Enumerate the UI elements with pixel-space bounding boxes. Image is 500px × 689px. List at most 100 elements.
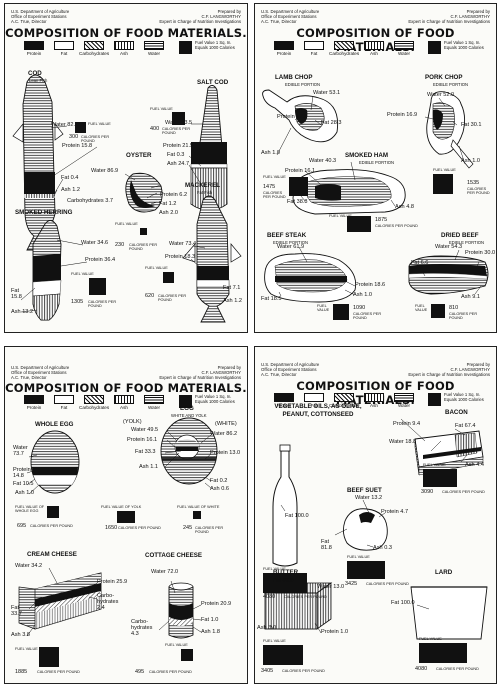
dried-beef [408, 255, 489, 295]
lamb-protein: Protein 17.6 [277, 114, 308, 120]
oils-fat: Fat 100.0 [285, 513, 309, 519]
legend-ash: Ash [120, 51, 128, 56]
oyster-protein: Protein 6.2 [160, 192, 188, 198]
smoked-herring-fish [32, 220, 62, 321]
bacon-protein: Protein 9.4 [393, 421, 421, 427]
steak-fuel-unit: CALORIES PER POUND [353, 312, 382, 320]
whole-egg-water: Water 73.7 [13, 445, 28, 457]
legend: Protein Fat Carbohydrates Ash Water Fuel… [269, 392, 492, 413]
pork-fuel-caption: FUEL VALUE [433, 168, 456, 172]
whole-egg-fat: Fat 10.5 [13, 481, 34, 487]
whole-egg [30, 430, 80, 494]
pork-fuel-unit: CALORIES PER POUND [467, 187, 490, 195]
whole-egg-title: WHOLE EGG [35, 421, 74, 428]
dried-protein: Protein 30.0 [465, 250, 496, 256]
legend: Protein Fat Carbohydrates Ash Water Fuel… [19, 40, 243, 61]
protein-swatch [24, 395, 44, 404]
lamb-subtitle: EDIBLE PORTION [285, 82, 321, 87]
suet-ash: Ash 0.3 [373, 545, 392, 551]
pork-chop [426, 91, 474, 169]
lard-tub [410, 586, 488, 640]
egg-title: EGG [180, 405, 194, 412]
cod-fat: Fat 0.4 [61, 175, 79, 181]
steak-title: BEEF STEAK [267, 232, 307, 239]
bacon-fuel-square [423, 469, 457, 487]
pork-protein: Protein 16.9 [387, 112, 418, 118]
ham-fuel-number: 1875 [375, 217, 388, 223]
legend-water: Water [397, 403, 411, 408]
header-right: Prepared by C.F. LANGWORTHY Expert in Ch… [159, 365, 241, 380]
butter-fuel-number: 3405 [261, 668, 274, 674]
legend-carbs: Carbohydrates [329, 51, 360, 56]
legend-water: Water [147, 51, 161, 56]
herring-title: SMOKED HERRING [15, 209, 73, 216]
egg-cheese-illustrations [18, 417, 218, 639]
white-fuel-number: 245 [183, 525, 193, 531]
legend-protein: Protein [276, 403, 292, 408]
cod-fuel-unit: CALORIES PER POUND [81, 135, 110, 143]
author-role: Expert in Charge of Nutrition Investigat… [159, 375, 241, 380]
fuel-key-text: Fuel Value 1 Sq. In. Equals 1000 Calorie… [195, 40, 235, 50]
header-right: Prepared by C.F. LANGWORTHY Expert in Ch… [408, 9, 490, 24]
dried-fat: Fat 6.6 [411, 260, 429, 266]
steak-fat: Fat 18.5 [261, 296, 282, 302]
author-name: C.F. LANGWORTHY [450, 367, 490, 372]
legend-carbs: Carbohydrates [79, 51, 110, 56]
cream-fuel-unit: CALORIES PER POUND [37, 670, 80, 674]
suet-fuel-number: 3425 [345, 581, 358, 587]
butter-ash: Ash 3.0 [257, 625, 276, 631]
carb-swatch [334, 41, 354, 50]
oils-fuel-caption: FUEL VALUE [263, 567, 286, 571]
yolk-fuel-square [117, 511, 135, 523]
whole-egg-fuel-number: 695 [17, 523, 27, 529]
salt-cod-fuel-square [172, 112, 185, 125]
lamb-ash: Ash 1.0 [261, 150, 280, 156]
cream-cheese-title: CREAM CHEESE [27, 551, 77, 558]
mackerel-ash: Ash 1.2 [223, 298, 242, 304]
legend-ash: Ash [370, 51, 378, 56]
director-text: A.C. True, Director [261, 19, 297, 24]
pork-fuel-number: 1535 [467, 180, 480, 186]
prepared-by: Prepared by [466, 9, 490, 14]
mackerel-fish [182, 195, 242, 323]
fuel-key-text: Fuel Value 1 Sq. In. Equals 1000 Calorie… [444, 40, 484, 50]
panel-meats: U.S. Department of Agriculture Office of… [254, 3, 497, 333]
cream-fuel-square [39, 647, 59, 667]
fuel-key-text: Fuel Value 1 Sq. In. Equals 1000 Calorie… [195, 394, 235, 404]
herring-fat: Fat 15.8 [11, 288, 22, 300]
mackerel-fuel-number: 620 [145, 293, 155, 299]
lard-fuel-unit: CALORIES PER POUND [436, 667, 479, 671]
cream-fuel-number: 1885 [15, 669, 28, 675]
whole-egg-fuel-unit: CALORIES PER POUND [30, 524, 73, 528]
dried-fuel-square [431, 304, 445, 318]
legend-water: Water [397, 51, 411, 56]
oyster-fat: Fat 1.2 [159, 201, 177, 207]
legend-fat: Fat [60, 405, 68, 410]
herring-protein: Protein 36.4 [85, 257, 116, 263]
bacon-water: Water 18.8 [389, 439, 417, 445]
dried-title: DRIED BEEF [441, 232, 479, 239]
steak-subtitle: EDIBLE PORTION [273, 240, 309, 245]
bacon-title: BACON [445, 409, 468, 416]
ash-swatch [364, 41, 384, 50]
carb-swatch [334, 393, 354, 402]
header-left: U.S. Department of Agriculture Office of… [261, 362, 319, 377]
fat-swatch [54, 41, 74, 50]
pork-subtitle: EDIBLE PORTION [433, 82, 469, 87]
cod-water: Water 82.6 [51, 122, 79, 128]
white-fuel-square [193, 511, 201, 519]
legend-fat: Fat [60, 51, 68, 56]
beef-suet [342, 508, 388, 551]
oils-fuel-number: 4080 [263, 594, 276, 600]
yolk-water: Water 49.5 [131, 427, 159, 433]
whole-egg-protein: Protein 14.8 [13, 467, 31, 479]
page-title: COMPOSITION OF FOOD MATERIALS. [5, 381, 247, 395]
water-swatch [144, 41, 164, 50]
salt-cod-fish [190, 85, 228, 211]
water-swatch [394, 393, 414, 402]
lard-title: LARD [435, 569, 453, 576]
lamb-fuel-caption: FUEL VALUE [263, 175, 286, 179]
pork-ash: Ash 1.0 [461, 158, 480, 164]
bacon-ash: Ash 4.4 [465, 462, 484, 468]
author-role: Expert in Charge of Nutrition Investigat… [408, 19, 490, 24]
